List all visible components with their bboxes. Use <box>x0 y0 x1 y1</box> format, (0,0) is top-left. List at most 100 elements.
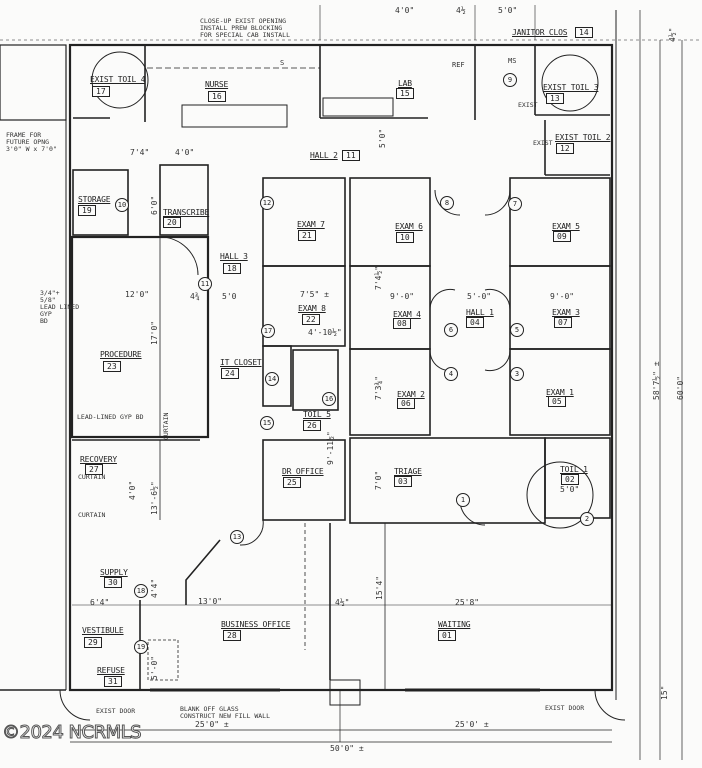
room-name-hall-1: HALL 1 <box>466 308 494 317</box>
room-number-17: 17 <box>92 86 110 97</box>
dim-7-4-half: 7'4½" <box>374 265 383 290</box>
note-line: BD <box>40 317 48 325</box>
dim-25-8: 25'8" <box>455 598 480 607</box>
mop-sink-label: MS <box>508 57 517 65</box>
room-name-exam-2: EXAM 2 <box>397 390 425 399</box>
room-name-procedure: PROCEDURE <box>100 350 142 359</box>
exist-door-label-2: EXIST <box>533 139 553 147</box>
dim-5-0-vertical: 5'0" <box>378 128 387 148</box>
dim-4-3: 4¾ <box>190 292 200 301</box>
note-curtain: CURTAIN <box>78 511 106 519</box>
door-tag-8: 8 <box>440 196 454 210</box>
room-number-06: 06 <box>397 398 415 409</box>
note-lead-lined-gyp: 3/4"+ 5/8" LEAD LINED GYP BD <box>40 290 79 325</box>
room-name-nurse: NURSE <box>205 80 229 89</box>
note-line: 3'0" W x 7'0" <box>6 145 57 153</box>
room-number-30: 30 <box>104 577 122 588</box>
room-number-20: 20 <box>163 217 181 228</box>
door-tag-12: 12 <box>260 196 274 210</box>
room-name-janitor-closet: JANITOR CLOS <box>512 28 568 37</box>
room-number-02: 02 <box>561 474 579 485</box>
dim-17-0: 17'0" <box>150 320 159 345</box>
dim-top-4-half: 4½ <box>456 6 466 15</box>
room-number-16: 16 <box>208 91 226 102</box>
room-number-01: 01 <box>438 630 456 641</box>
dim-13-0: 13'0" <box>198 597 223 606</box>
room-name-hall-2: HALL 2 <box>310 151 338 160</box>
room-number-12: 12 <box>556 143 574 154</box>
dim-9-0-right: 9'-0" <box>550 292 575 301</box>
note-line: 3/4"+ <box>40 289 60 297</box>
exist-door-label-1: EXIST <box>518 101 538 109</box>
room-name-toil-1: TOIL 1 <box>560 465 588 474</box>
cabinet-label: S <box>280 59 285 67</box>
door-tag-4: 4 <box>444 367 458 381</box>
door-tag-11: 11 <box>198 277 212 291</box>
dim-top-4-0: 4'0" <box>395 6 415 15</box>
room-number-31: 31 <box>104 676 122 687</box>
note-curtain: CURTAIN <box>78 473 106 481</box>
dim-top-5-0: 5'0" <box>498 6 518 15</box>
door-tag-19: 19 <box>134 640 148 654</box>
room-number-04: 04 <box>466 317 484 328</box>
room-name-exam-6: EXAM 6 <box>395 222 423 231</box>
dim-15: 15" <box>660 685 669 700</box>
room-number-08: 08 <box>393 318 411 329</box>
dim-60-0: 60'0" <box>676 375 685 400</box>
room-name-triage: TRIAGE <box>394 467 422 476</box>
dim-5-0-refuse: 5'-0" <box>150 655 159 680</box>
room-number-21: 21 <box>298 230 316 241</box>
dim-5-0-hall: 5'-0" <box>467 292 492 301</box>
room-number-24: 24 <box>221 368 239 379</box>
room-name-hall-3: HALL 3 <box>220 252 248 261</box>
note-exist-door-left: EXIST DOOR <box>96 707 136 715</box>
room-name-exam-8: EXAM 8 <box>298 304 326 313</box>
note-lead-lined-bd: LEAD-LINED GYP BD <box>77 413 144 421</box>
note-line: FRAME FOR <box>6 131 42 139</box>
note-line: LEAD LINED <box>40 303 80 311</box>
room-number-05: 05 <box>548 396 566 407</box>
dim-top-right: 4½" <box>668 27 677 42</box>
dim-7-0: 7'0" <box>374 470 383 490</box>
door-tag-7: 7 <box>508 197 522 211</box>
watermark: ©2024 NCRMLS <box>1 722 142 744</box>
dim-bottom-total: 50'0" ± <box>330 744 364 753</box>
room-name-it-closet: IT CLOSET <box>220 358 262 367</box>
room-number-23: 23 <box>103 361 121 372</box>
door-tag-14: 14 <box>265 372 279 386</box>
dim-bottom-left: 25'0" ± <box>195 720 229 729</box>
dim-7-4: 7'4" <box>130 148 150 157</box>
note-line: CONSTRUCT NEW FILL WALL <box>180 712 271 720</box>
room-number-03: 03 <box>394 476 412 487</box>
door-tag-18: 18 <box>134 584 148 598</box>
room-name-business-office: BUSINESS OFFICE <box>221 620 291 629</box>
room-number-27: 27 <box>85 464 103 475</box>
note-exist-door-right: EXIST DOOR <box>545 704 585 712</box>
door-tag-3: 3 <box>510 367 524 381</box>
door-tag-13: 13 <box>230 530 244 544</box>
door-tag-16: 16 <box>322 392 336 406</box>
room-name-recovery: RECOVERY <box>80 455 117 464</box>
room-name-exam-7: EXAM 7 <box>297 220 325 229</box>
note-line: 5/8" <box>40 296 56 304</box>
refrigerator-label: REF <box>452 61 465 69</box>
room-name-dr-office: DR OFFICE <box>282 467 324 476</box>
room-name-supply: SUPPLY <box>100 568 128 577</box>
dim-13-6: 13'-6½" <box>150 481 159 515</box>
room-number-15: 15 <box>396 88 414 99</box>
dim-6-4: 6'4" <box>90 598 110 607</box>
note-blank-off-glass: BLANK OFF GLASS CONSTRUCT NEW FILL WALL <box>180 706 270 720</box>
note-line: FOR SPECIAL CAB INSTALL <box>200 31 291 39</box>
door-tag-5: 5 <box>510 323 524 337</box>
door-tag-15: 15 <box>260 416 274 430</box>
room-number-13: 13 <box>546 93 564 104</box>
room-name-exist-toil-2: EXIST TOIL 2 <box>555 133 611 142</box>
door-tag-10: 10 <box>115 198 129 212</box>
note-line: BLANK OFF GLASS <box>180 705 239 713</box>
dim-58-7: 58'7½" ± <box>652 361 661 400</box>
room-number-19: 19 <box>78 205 96 216</box>
dim-9-11: 9'-11½" <box>326 431 335 465</box>
dim-4-0: 4'0" <box>175 148 195 157</box>
